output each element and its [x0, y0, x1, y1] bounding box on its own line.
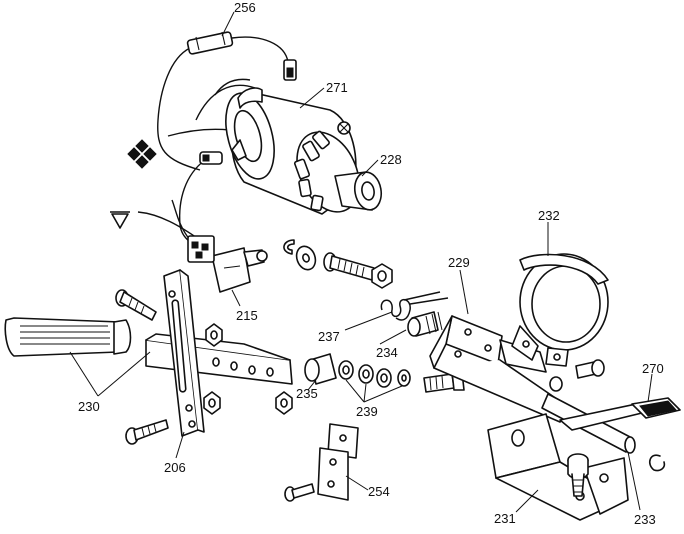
label-230: 230: [78, 399, 100, 414]
spacer-sleeve: [407, 311, 443, 337]
label-215: 215: [236, 308, 258, 323]
label-271: 271: [326, 80, 348, 95]
screw-upper: [115, 289, 157, 321]
washer-set: [338, 360, 411, 388]
part-labels: 256 271 228 232 229 215 237 234 270 230 …: [78, 0, 664, 527]
motor: [225, 87, 360, 215]
torsion-spring: [380, 291, 449, 321]
screw-lower: [125, 419, 169, 445]
label-232: 232: [538, 208, 560, 223]
socket-screw: [567, 453, 589, 497]
label-229: 229: [448, 255, 470, 270]
label-254: 254: [368, 484, 390, 499]
ring-screw: [549, 359, 605, 392]
diamond-symbol-icon: [127, 139, 157, 169]
micro-switch: [187, 235, 268, 293]
handle-grip: [4, 317, 132, 357]
ground-triangle-icon: [110, 211, 130, 229]
label-235: 235: [296, 386, 318, 401]
label-231: 231: [494, 511, 516, 526]
bush: [304, 353, 337, 385]
label-206: 206: [164, 460, 186, 475]
base-bracket: [487, 413, 629, 521]
small-screw: [284, 483, 315, 502]
side-plate: [163, 269, 205, 437]
label-256: 256: [234, 0, 256, 15]
clip: [648, 454, 666, 472]
label-237: 237: [318, 329, 340, 344]
label-233: 233: [634, 512, 656, 527]
washer: [295, 245, 317, 271]
label-234: 234: [376, 345, 398, 360]
motor-shaft: [334, 171, 383, 211]
label-270: 270: [642, 361, 664, 376]
connector-plug: [199, 59, 297, 165]
wiring-harness: [137, 36, 289, 249]
fuse-holder: [186, 31, 234, 55]
l-bracket: [317, 423, 359, 501]
lever-tab: [559, 397, 681, 431]
circlip: [283, 239, 295, 255]
label-228: 228: [380, 152, 402, 167]
label-239: 239: [356, 404, 378, 419]
bracket-arm: [429, 315, 571, 423]
nut: [371, 263, 393, 289]
bolt-long: [323, 252, 375, 281]
nut-pair: [203, 323, 293, 415]
leader-lines: [69, 11, 653, 513]
collar-ring: [511, 253, 609, 367]
